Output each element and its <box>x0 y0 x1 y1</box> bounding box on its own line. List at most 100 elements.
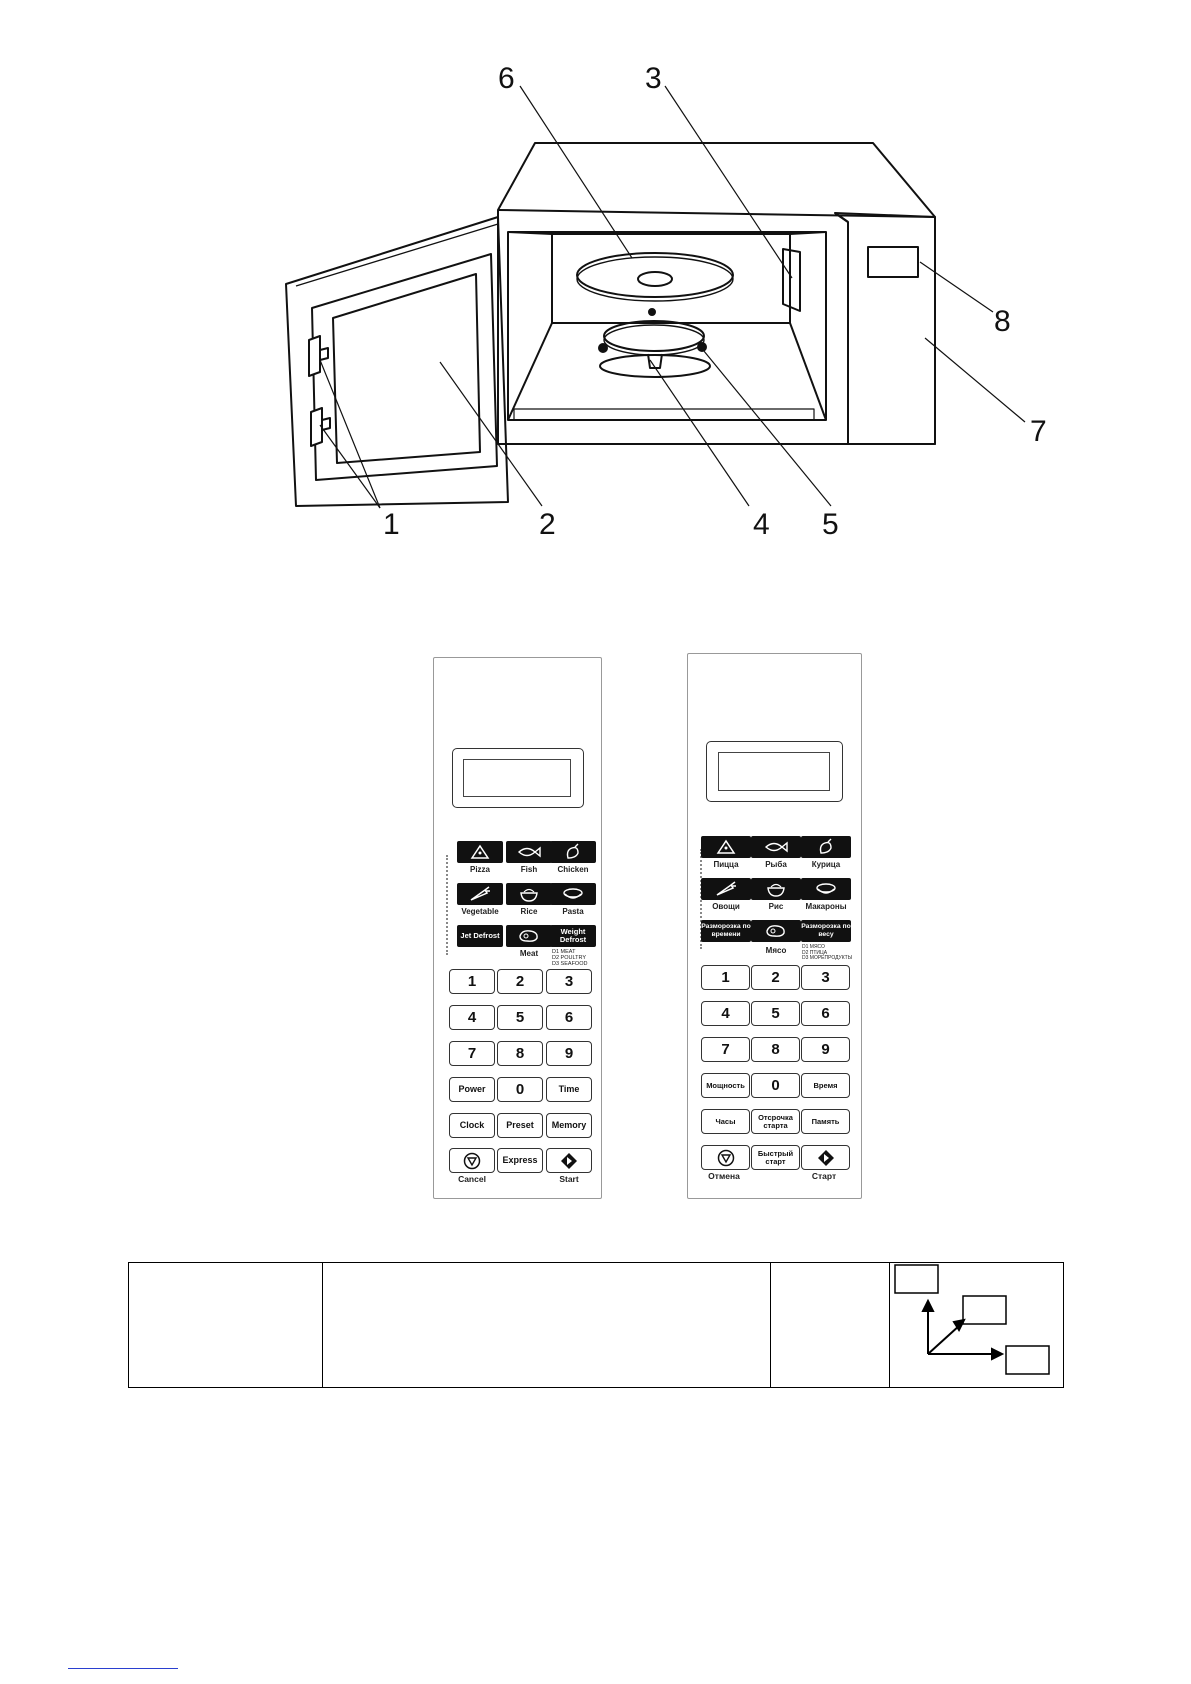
fish-label: Fish <box>520 865 538 874</box>
lcd-display-frame <box>452 748 584 808</box>
digit-8-button[interactable]: 8 <box>497 1041 543 1066</box>
power-button-ru[interactable]: Мощность <box>701 1073 750 1098</box>
chicken-button-ru[interactable]: Курица <box>801 836 851 869</box>
vegetable-button-ru[interactable]: Овощи <box>701 878 751 911</box>
fish-button-ru[interactable]: Рыба <box>751 836 801 869</box>
cancel-label-ru: Отмена <box>708 1171 740 1181</box>
fish-label-ru: Рыба <box>765 860 787 869</box>
callout-3: 3 <box>645 62 662 95</box>
memory-button[interactable]: Memory <box>546 1113 592 1138</box>
time-button-ru[interactable]: Время <box>801 1073 850 1098</box>
pasta-label: Pasta <box>562 907 584 916</box>
jet-defrost-label: Jet Defrost <box>457 925 503 947</box>
digit-3-button-ru[interactable]: 3 <box>801 965 850 990</box>
rice-bowl-icon <box>520 888 538 902</box>
digit-7-button-ru[interactable]: 7 <box>701 1037 750 1062</box>
digit-1-button[interactable]: 1 <box>449 969 495 994</box>
chicken-button[interactable]: Chicken <box>550 841 596 874</box>
power-button[interactable]: Power <box>449 1077 495 1102</box>
stop-icon <box>463 1152 481 1169</box>
digit-4-button[interactable]: 4 <box>449 1005 495 1030</box>
digit-5-button[interactable]: 5 <box>497 1005 543 1030</box>
turntable-shaft-base <box>599 354 711 378</box>
digit-6-button[interactable]: 6 <box>546 1005 592 1030</box>
chicken-label-ru: Курица <box>811 860 841 869</box>
clock-button-ru[interactable]: Часы <box>701 1109 750 1134</box>
fish-button[interactable]: Fish <box>506 841 552 874</box>
table-row <box>128 1262 1064 1388</box>
pasta-label-ru: Макароны <box>805 902 847 911</box>
vegetable-button[interactable]: Vegetable <box>457 883 503 916</box>
pasta-button[interactable]: Pasta <box>550 883 596 916</box>
pasta-bowl-icon <box>816 883 836 894</box>
jet-defrost-button[interactable]: Jet Defrost <box>457 925 503 947</box>
chicken-label: Chicken <box>557 865 589 874</box>
lcd-display-frame-ru <box>706 741 843 802</box>
memory-button-ru[interactable]: Память <box>801 1109 850 1134</box>
weight-defrost-label-ru: Разморозка по весу <box>801 920 851 942</box>
digit-7-button[interactable]: 7 <box>449 1041 495 1066</box>
door-outline <box>285 216 509 507</box>
pizza-button[interactable]: Pizza <box>457 841 503 874</box>
table-cell <box>128 1262 323 1388</box>
digit-9-button-ru[interactable]: 9 <box>801 1037 850 1062</box>
table-cell <box>770 1262 890 1388</box>
time-button[interactable]: Time <box>546 1077 592 1102</box>
pizza-icon <box>716 839 736 854</box>
glass-tray <box>576 252 734 298</box>
digit-5-button-ru[interactable]: 5 <box>751 1001 800 1026</box>
express-button[interactable]: Express <box>497 1148 543 1173</box>
rice-bowl-icon <box>767 883 785 897</box>
digit-2-button[interactable]: 2 <box>497 969 543 994</box>
fish-icon <box>764 841 788 853</box>
control-panel-ru: Пицца Рыба Курица Овощи Рис Макароны Раз… <box>687 653 862 1199</box>
callout-8: 8 <box>994 305 1011 338</box>
chicken-icon <box>566 843 579 859</box>
digit-2-button-ru[interactable]: 2 <box>751 965 800 990</box>
roller-ring <box>603 320 705 352</box>
rice-button-ru[interactable]: Рис <box>751 878 801 911</box>
footer-link-underline[interactable] <box>68 1668 178 1669</box>
weight-defrost-button[interactable]: Weight Defrost <box>550 925 596 947</box>
callout-7: 7 <box>1030 415 1047 448</box>
express-button-ru[interactable]: Быстрый старт <box>751 1145 800 1170</box>
weight-defrost-label: Weight Defrost <box>550 925 596 947</box>
preset-button[interactable]: Preset <box>497 1113 543 1138</box>
digit-3-button[interactable]: 3 <box>546 969 592 994</box>
cancel-button[interactable] <box>449 1148 495 1173</box>
digit-1-button-ru[interactable]: 1 <box>701 965 750 990</box>
start-button[interactable] <box>546 1148 592 1173</box>
rice-button[interactable]: Rice <box>506 883 552 916</box>
digit-0-button[interactable]: 0 <box>497 1077 543 1102</box>
cabinet-outline <box>497 142 936 445</box>
lcd-display-ru <box>718 752 830 791</box>
jet-defrost-button-ru[interactable]: Разморозка по времени <box>701 920 751 942</box>
meat-label: Meat <box>519 949 539 958</box>
digit-4-button-ru[interactable]: 4 <box>701 1001 750 1026</box>
weight-defrost-button-ru[interactable]: Разморозка по весу <box>801 920 851 942</box>
digit-0-button-ru[interactable]: 0 <box>751 1073 800 1098</box>
start-button-ru[interactable] <box>801 1145 850 1170</box>
clock-button[interactable]: Clock <box>449 1113 495 1138</box>
control-panel-en: Pizza Fish Chicken Vegetable Rice Pasta … <box>433 657 602 1199</box>
preset-button-ru[interactable]: Отсрочка старта <box>751 1109 800 1134</box>
start-label-ru: Старт <box>811 1171 837 1181</box>
steak-icon <box>766 925 785 937</box>
vegetable-label-ru: Овощи <box>712 902 740 911</box>
digit-6-button-ru[interactable]: 6 <box>801 1001 850 1026</box>
digit-9-button[interactable]: 9 <box>546 1041 592 1066</box>
start-icon <box>817 1149 834 1166</box>
table-cell-logo <box>889 1262 1064 1388</box>
meat-button-ru[interactable]: Мясо <box>751 920 801 955</box>
start-label: Start <box>559 1174 579 1184</box>
microwave-diagram <box>285 85 1026 509</box>
pasta-button-ru[interactable]: Макароны <box>801 878 851 911</box>
pizza-button-ru[interactable]: Пицца <box>701 836 751 869</box>
digit-8-button-ru[interactable]: 8 <box>751 1037 800 1062</box>
table-cell <box>322 1262 771 1388</box>
cancel-button-ru[interactable] <box>701 1145 750 1170</box>
meat-button[interactable]: Meat <box>506 925 552 958</box>
callout-6: 6 <box>498 62 515 95</box>
